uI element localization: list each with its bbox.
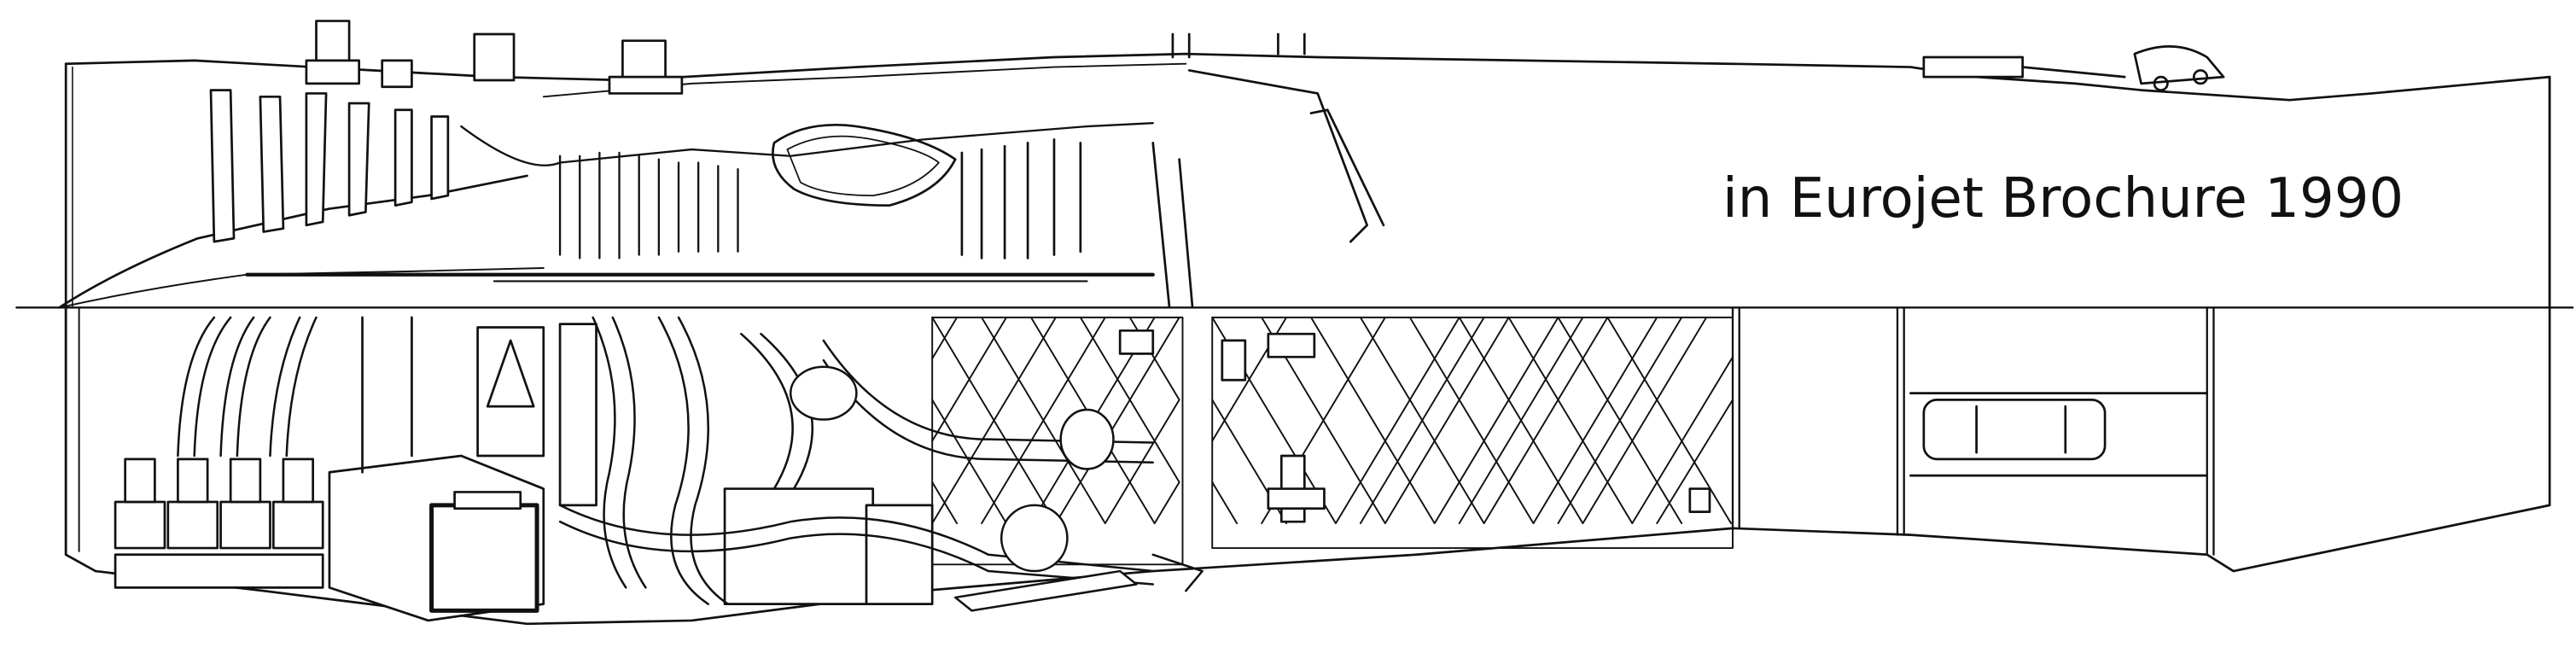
inlet-cone	[58, 174, 528, 309]
nozzle-fuel-unit	[1909, 392, 2209, 477]
turbine	[960, 138, 1082, 259]
front-pipework	[177, 316, 318, 458]
upper-section-view	[58, 20, 2551, 309]
central-pipework	[558, 316, 1203, 612]
nozzle-actuator	[1922, 45, 2225, 91]
outer-casing	[64, 52, 2551, 309]
fan-blades	[209, 89, 450, 243]
accessory-gearbox	[328, 323, 934, 622]
combustor	[772, 124, 957, 207]
top-accessories	[305, 20, 684, 95]
lower-external-view	[64, 306, 2551, 626]
figure-caption: in Eurojet Brochure 1990	[1722, 167, 2404, 230]
mesh-brackets	[1118, 329, 1711, 523]
valve-blocks	[114, 458, 324, 589]
compressor-blades	[558, 151, 739, 259]
